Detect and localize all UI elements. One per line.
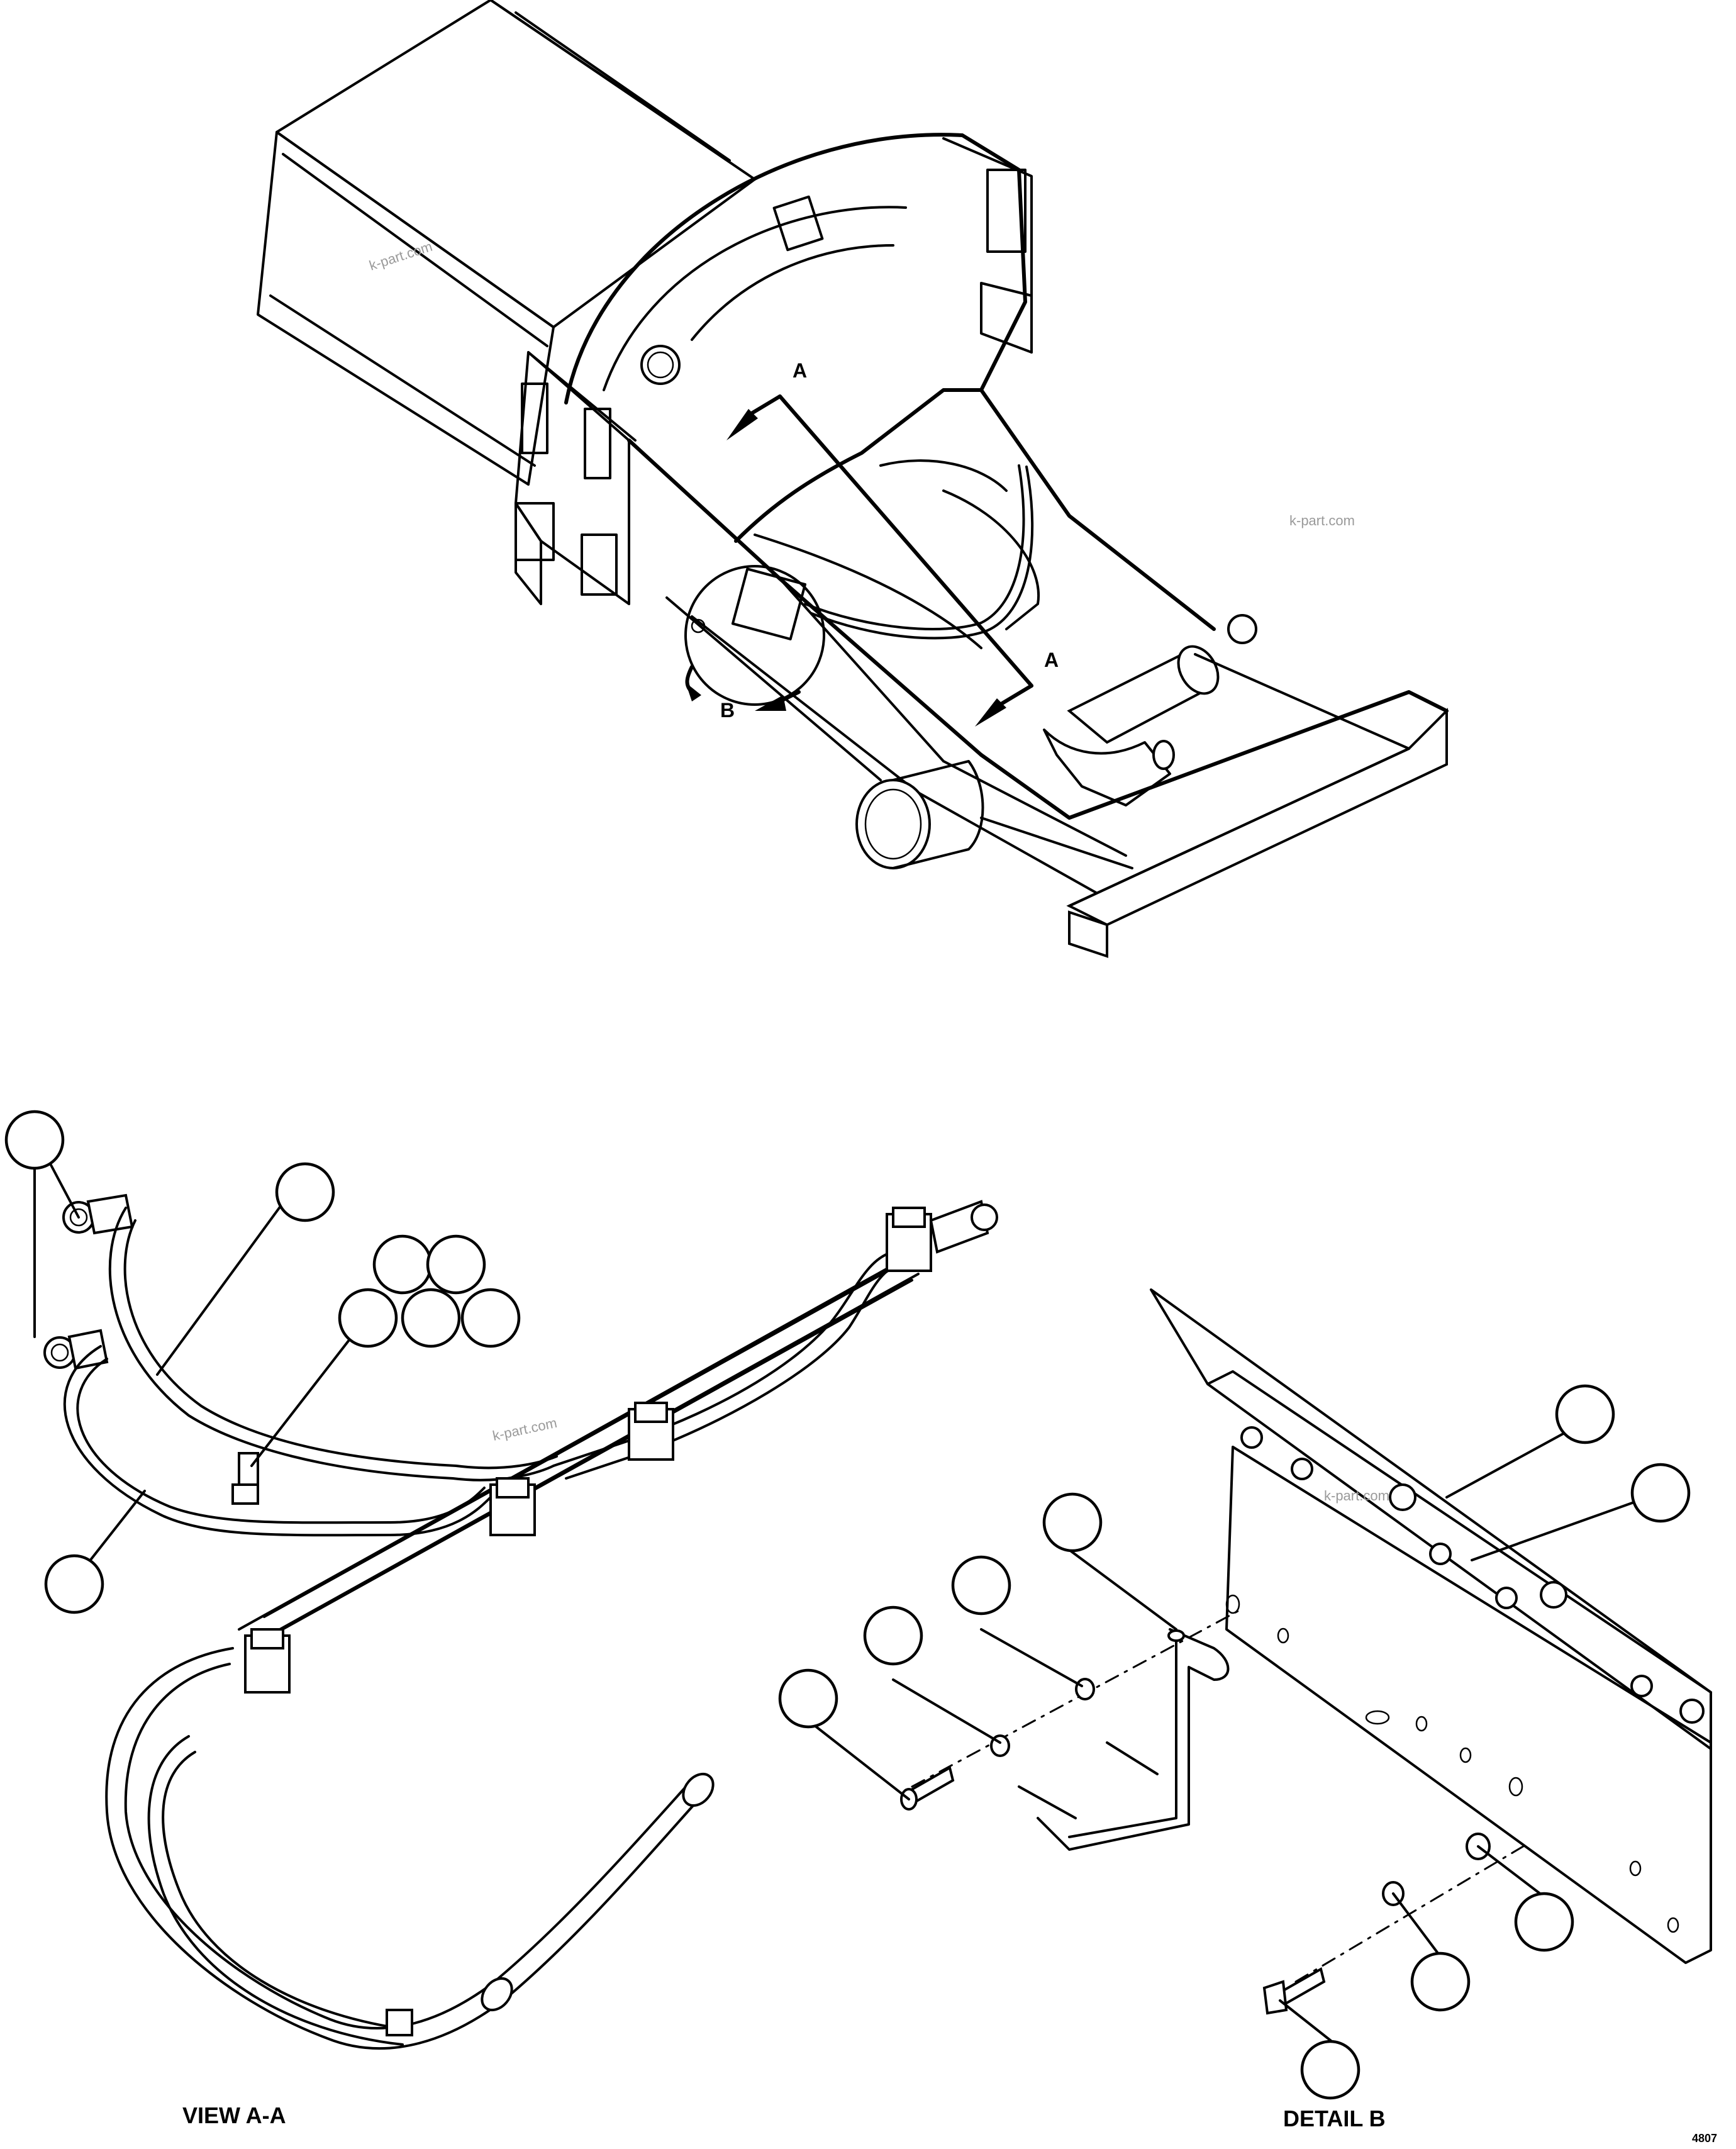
frame-assembly — [257, 0, 1449, 958]
callout-balloon — [863, 1605, 923, 1666]
watermark-text: k-part.com — [1324, 1488, 1389, 1504]
callout-leaders — [33, 1163, 1649, 2049]
detail-b-parts — [900, 1288, 1712, 2015]
watermark-text: k-part.com — [367, 238, 435, 274]
view-a-hoses — [43, 1193, 998, 2050]
view-a-a-title: VIEW A-A — [182, 2102, 286, 2128]
plate-bolts — [1240, 1426, 1705, 1724]
section-a-label-lower: A — [1044, 649, 1059, 671]
callout-balloon — [275, 1162, 335, 1222]
callout-balloon — [338, 1288, 398, 1348]
callout-balloon — [1300, 2040, 1360, 2100]
callout-balloon — [44, 1554, 104, 1614]
drawing-number: 4807 — [1692, 2132, 1717, 2145]
callout-balloon — [401, 1288, 461, 1348]
callout-balloon — [460, 1288, 521, 1348]
section-a-label-upper: A — [793, 359, 807, 382]
callout-balloon — [426, 1234, 486, 1295]
callout-balloon — [1555, 1384, 1615, 1444]
watermark-text: k-part.com — [1289, 513, 1355, 528]
callout-balloon — [1514, 1892, 1574, 1952]
detail-b-label: B — [720, 699, 735, 722]
view-a-callouts — [4, 1110, 521, 1614]
callout-balloon — [1630, 1463, 1691, 1523]
callout-balloon — [372, 1234, 433, 1295]
callout-balloon — [778, 1668, 838, 1729]
detail-b-title: DETAIL B — [1283, 2106, 1386, 2131]
callout-balloon — [951, 1555, 1011, 1616]
watermark-text: k-part.com — [491, 1415, 559, 1444]
callout-balloon — [1410, 1951, 1471, 2012]
callout-balloon — [4, 1110, 65, 1170]
callout-balloon — [1042, 1492, 1103, 1553]
plate-holes — [1225, 1594, 1679, 1933]
detail-b-callouts — [778, 1384, 1691, 2100]
